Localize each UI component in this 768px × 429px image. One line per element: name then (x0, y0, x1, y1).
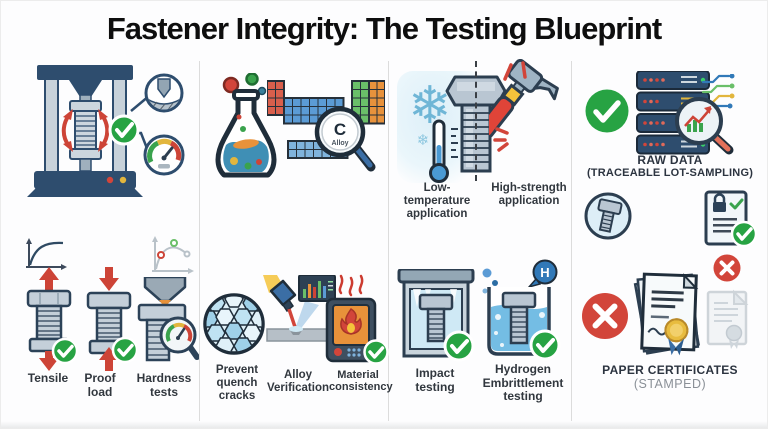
magnifier-gauge-icon (159, 316, 199, 360)
lock-icon (713, 193, 726, 202)
label-alloy-verification: Alloy Verification (267, 369, 329, 394)
impact-test-chamber-icon (397, 269, 475, 362)
hydrogen-bubble-icon: H (526, 259, 558, 289)
check-icon (363, 339, 389, 365)
indicator-dot-yellow (119, 176, 127, 184)
paper-certificates-subtitle: (STAMPED) (633, 377, 707, 391)
small-snowflake-icon: ❄ (417, 131, 430, 149)
label-proof-load: Proof load (84, 371, 116, 399)
tensile-test-machine-illustration (27, 65, 185, 197)
check-icon (51, 337, 79, 365)
up-arrow-icon (39, 267, 59, 291)
column-divider (571, 61, 572, 421)
proof-load-test-icon (86, 267, 137, 371)
strain-arrows (61, 109, 110, 152)
paper-certificates-title: PAPER CERTIFICATES (602, 363, 738, 377)
raw-data-label: RAW DATA (TRACEABLE LOT-SAMPLING) (579, 153, 761, 179)
test-curve-points-icon (152, 236, 194, 274)
element-caption: Alloy (331, 140, 348, 147)
up-arrow-icon (99, 347, 119, 371)
label-hydrogen-embrittlement-testing: Hydrogen Embrittlement testing (482, 362, 564, 404)
impact-marks (493, 61, 527, 152)
label-prevent-quench-cracks: Prevent quench cracks (215, 364, 259, 402)
check-icon (730, 220, 758, 248)
x-icon (582, 293, 628, 339)
gauge-icon (143, 134, 185, 176)
check-icon (111, 336, 137, 364)
down-arrow-icon (39, 351, 59, 371)
stress-strain-curve-icon (26, 238, 67, 270)
label-tensile: Tensile (27, 371, 69, 385)
label-material-consistency: Material consistency (329, 369, 393, 394)
alloy-magnifier-icon: C Alloy (314, 106, 376, 172)
label-hardness-tests: Hardness tests (136, 371, 192, 399)
heat-waves-icon (338, 274, 364, 297)
furnace-icon (325, 274, 389, 365)
gold-seal-icon (664, 318, 689, 356)
label-low-temperature-application: Low-temperature application (403, 182, 471, 220)
test-specimen-bolt (69, 94, 102, 172)
check-icon (108, 114, 140, 146)
check-icon (585, 89, 629, 133)
check-icon (443, 330, 475, 362)
flask-icon (215, 73, 277, 178)
tensile-test-icon (26, 267, 79, 371)
data-magnifier-icon (675, 97, 734, 155)
secure-document-icon (704, 190, 758, 248)
signature (647, 327, 668, 336)
faded-certificate-icon (706, 289, 749, 349)
column-divider (199, 61, 200, 421)
element-symbol: C (334, 120, 346, 139)
flame-icon (340, 307, 362, 335)
page-title: Fastener Integrity: The Testing Blueprin… (106, 11, 662, 46)
indenter-detail-icon (144, 73, 184, 113)
bolt-badge-icon (584, 192, 632, 240)
column-divider (388, 61, 389, 421)
certificate-stack-icon (633, 272, 700, 356)
microstructure-icon (203, 293, 265, 355)
label-impact-testing: Impact testing (415, 366, 455, 394)
spectrum-chart-icon (298, 275, 336, 302)
thermometer-icon: ❄ (417, 119, 458, 183)
indicator-dot-red (106, 176, 114, 184)
laser-spectrometer-icon (263, 275, 336, 342)
x-icon (713, 254, 741, 282)
raw-data-title: RAW DATA (637, 153, 703, 167)
svg-text:H: H (540, 265, 549, 280)
label-high-strength-application: High-strength application (491, 182, 567, 207)
hammer-icon (489, 59, 559, 152)
check-icon (529, 329, 561, 361)
hardness-test-icon (137, 277, 199, 362)
down-arrow-icon (99, 267, 119, 291)
hydrogen-embrittlement-beaker-icon: H (482, 259, 561, 361)
raw-data-subtitle: (TRACEABLE LOT-SAMPLING) (586, 167, 754, 179)
split-dashed-line (475, 61, 477, 181)
paper-certificates-label: PAPER CERTIFICATES (STAMPED) (579, 363, 761, 391)
